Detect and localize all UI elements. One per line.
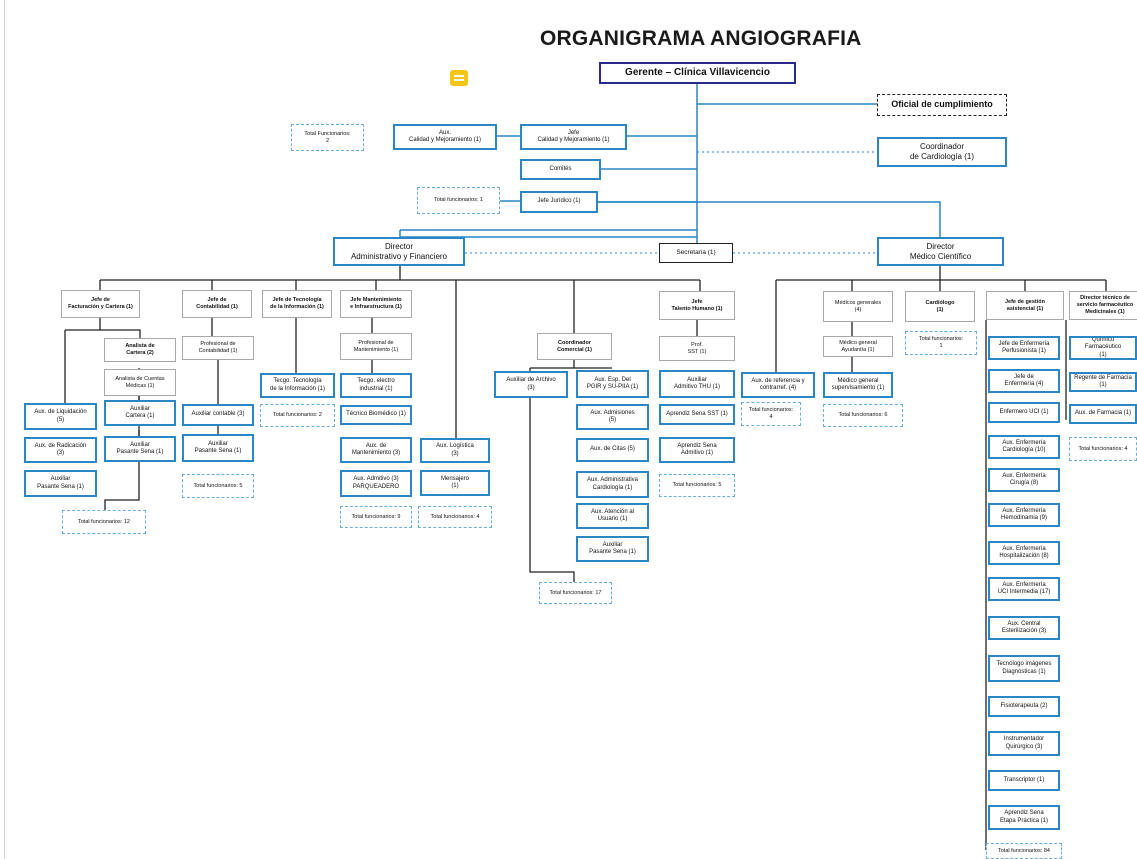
node-aux-referencia: Aux. de referencia y contrarref. (4) [741, 372, 815, 398]
node-aux-cartera: Auxiliar Cartera (1) [104, 400, 176, 426]
node-total-gestion: Total funcionarios: 84 [986, 843, 1062, 859]
node-aux-archivo: Auxiliar de Archivo (3) [494, 371, 568, 398]
node-profesional-contabilidad: Profesional de Contabilidad (1) [182, 336, 254, 360]
node-jefe-enfermeria-perfusionista: Jefe de Enfermería Perfusionista (1) [988, 336, 1060, 360]
node-tecnologo-imagenes: Tecnólogo imágenes Diagnósticas (1) [988, 655, 1060, 682]
node-total-cardiologo: Total funcionarios: 1 [905, 331, 977, 355]
node-total-contabilidad: Total funcionarios: 5 [182, 474, 254, 498]
node-tecnologo-ti: Tecgo. Tecnología de la Información (1) [260, 373, 335, 398]
node-auxiliar-contable: Auxiliar contable (3) [182, 404, 254, 426]
node-comites: Comités [520, 159, 601, 180]
node-jefe-enfermeria: Jefe de Enfermería (4) [988, 369, 1060, 393]
node-total-talento: Total funcionarios: 5 [659, 474, 735, 497]
node-aux-enf-cirugia: Aux. Enfermería Cirugía (8) [988, 468, 1060, 492]
node-aux-administrativa-cardiologia: Aux. Administrativa Cardiología (1) [576, 471, 649, 498]
node-total-referencia: Total funcionarios: 4 [741, 402, 801, 426]
node-aux-mantenimiento: Aux. de Mantenimiento (3) [340, 437, 412, 463]
node-total-comercial: Total funcionarios: 17 [539, 582, 612, 604]
node-gerente: Gerente – Clínica Villavicencio [599, 62, 796, 84]
node-jefe-talento-humano: Jefe Talento Humano (1) [659, 291, 735, 320]
node-secretaria: Secretaria (1) [659, 243, 733, 263]
node-cardiologo: Cardiólogo (1) [905, 291, 975, 322]
node-jefe-contabilidad: Jefe de Contabilidad (1) [182, 290, 252, 318]
node-quimico-farmaceutico: Químico Farmacéutico (1) [1069, 336, 1137, 360]
node-aux-esp-pgir: Aux. Esp. Del PGIR y SU-PIIA (1) [576, 370, 649, 398]
node-total-calidad: Total Funcionarios: 2 [291, 124, 364, 151]
node-total-logistica: Total funcionarios: 4 [418, 506, 492, 528]
node-medico-ayudantia: Médico general Ayudantía (1) [823, 336, 893, 357]
node-aux-pasante-comercial: Auxiliar Pasante Sena (1) [576, 536, 649, 562]
node-tecnico-biomedico: Técnico Biomédico (1) [340, 405, 412, 425]
node-enfermero-uci: Enfermero UCI (1) [988, 402, 1060, 423]
node-aux-citas: Aux. de Citas (5) [576, 438, 649, 462]
node-aux-radicacion: Aux. de Radicación (3) [24, 437, 97, 463]
node-tecnologo-electro: Tecgo. electro industrial (1) [340, 373, 412, 398]
node-aux-enf-cardiologia: Aux. Enfermería Cardiología (10) [988, 435, 1060, 459]
node-transcriptor: Transcriptor (1) [988, 770, 1060, 791]
node-aux-pasante-facturacion-2: Auxiliar Pasante Sena (1) [24, 470, 97, 497]
node-jefe-facturacion: Jefe de Facturación y Cartera (1) [61, 290, 140, 318]
node-total-ti: Total funcionarios: 2 [260, 404, 335, 427]
comment-icon[interactable] [450, 70, 468, 86]
node-coordinador-cardiologia: Coordinador de Cardiología (1) [877, 137, 1007, 167]
node-aux-logistica: Aux. Logística (3) [420, 438, 490, 463]
node-oficial-cumplimiento: Oficial de cumplimiento [877, 94, 1007, 116]
node-aux-calidad: Aux. Calidad y Mejoramiento (1) [393, 124, 497, 150]
node-aux-pasante-contabilidad: Auxiliar Pasante Sena (1) [182, 434, 254, 462]
node-aprendiz-admitivo: Aprendiz Sena Admitivo (1) [659, 437, 735, 463]
node-jefe-gestion-asistencial: Jefe de gestión asistencial (1) [986, 291, 1064, 320]
left-divider [4, 0, 5, 859]
node-prof-sst: Prof. SST (1) [659, 336, 735, 361]
node-jefe-mantenimiento: Jefe Mantenimiento e Infraestructura (1) [340, 290, 412, 318]
node-mensajero: Mensajero (1) [420, 470, 490, 496]
node-total-mantenimiento: Total funcionarios: 9 [340, 506, 412, 528]
node-analista-cartera: Analista de Cartera (2) [104, 338, 176, 362]
node-analista-cuentas: Analista de Cuentas Médicas (1) [104, 369, 176, 396]
node-instrumentador: Instrumentador Quirúrgico (3) [988, 731, 1060, 756]
node-aux-enf-hemodinamia: Aux. Enfermería Hemodinamia (9) [988, 503, 1060, 527]
node-aux-admitivo-parqueadero: Aux. Admitivo (3) PARQUEADERO [340, 470, 412, 497]
node-medicos-generales: Médicos generales (4) [823, 291, 893, 322]
node-total-facturacion: Total funcionarios: 12 [62, 510, 146, 534]
node-director-administrativo: Director Administrativo y Financiero [333, 237, 465, 266]
node-aux-central-esterilizacion: Aux. Central Esterilización (3) [988, 616, 1060, 640]
page-title: ORGANIGRAMA ANGIOGRAFIA [540, 27, 862, 50]
node-aux-farmacia: Aux. de Farmacia (1) [1069, 404, 1137, 424]
node-regente-farmacia: Regente de Farmacia (1) [1069, 372, 1137, 392]
node-aux-atencion-usuario: Aux. Atención al Usuario (1) [576, 503, 649, 529]
node-aux-liquidacion: Aux. de Liquidación (5) [24, 403, 97, 430]
node-aux-enf-hospitalizacion: Aux. Enfermería Hospitalización (8) [988, 541, 1060, 565]
node-total-juridico: Total funcionarios: 1 [417, 187, 500, 214]
node-medico-supervisamiento: Médico general supervisamiento (1) [823, 372, 893, 398]
node-profesional-mantenimiento: Profesional de Mantenimiento (1) [340, 333, 412, 360]
node-aprendiz-etapa-practica: Aprendiz Sena Etapa Práctica (1) [988, 805, 1060, 830]
node-total-medicos: Total funcionarios: 6 [823, 404, 903, 427]
node-jefe-calidad: Jefe Calidad y Mejoramiento (1) [520, 124, 627, 150]
node-fisioterapeuta: Fisioterapeuta (2) [988, 696, 1060, 717]
node-aux-pasante-facturacion: Auxiliar Pasante Sena (1) [104, 436, 176, 462]
node-jefe-juridico: Jefe Jurídico (1) [520, 191, 598, 213]
node-director-tecnico-farmacia: Director técnico de servicio farmacéutic… [1069, 291, 1137, 320]
node-aprendiz-sst: Aprendiz Sena SST (1) [659, 404, 735, 425]
node-aux-admisiones: Aux. Admisiones (5) [576, 404, 649, 430]
node-aux-enf-uci-intermedia: Aux. Enfermería UCI Intermedia (17) [988, 577, 1060, 601]
node-jefe-tecnologia: Jefe de Tecnología de la Información (1) [262, 290, 332, 318]
node-total-farmacia: Total funcionarios: 4 [1069, 437, 1137, 461]
node-aux-admitivo-thu: Auxiliar Admitivo THU (1) [659, 370, 735, 398]
node-director-medico: Director Médico Científico [877, 237, 1004, 266]
node-coordinador-comercial: Coordinador Comercial (1) [537, 333, 612, 360]
